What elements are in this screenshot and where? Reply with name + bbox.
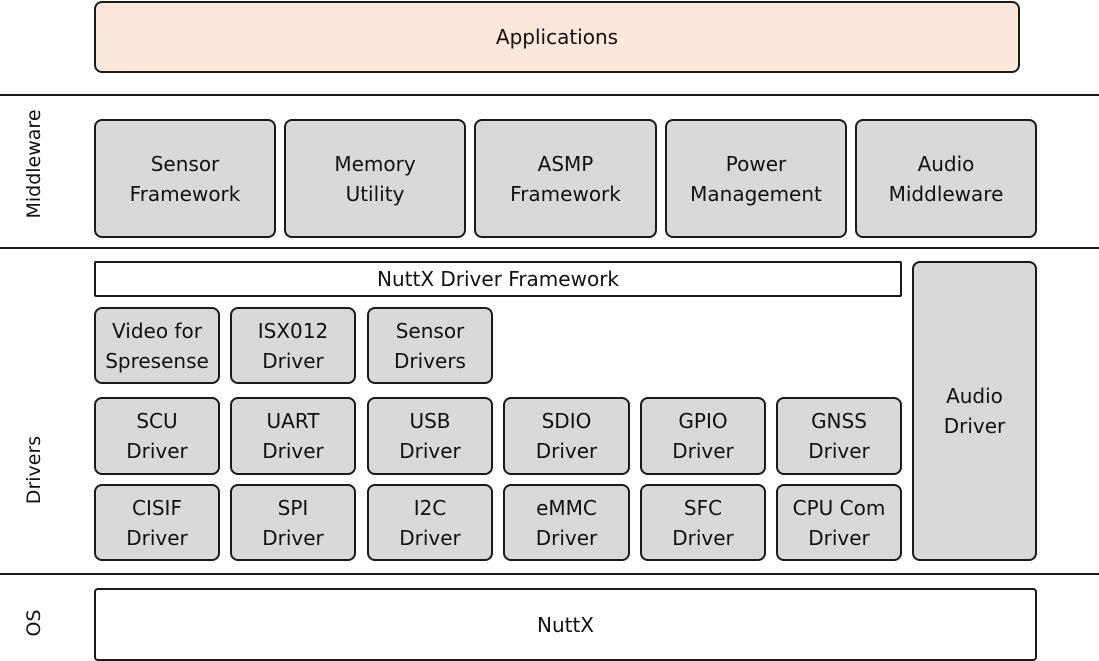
driver-scu: SCU Driver [94,397,220,475]
driver-i2c: I2C Driver [367,484,493,561]
driver-sensor-drivers: Sensor Drivers [367,307,493,384]
driver-cisif: CISIF Driver [94,484,220,561]
driver-sdio: SDIO Driver [503,397,630,475]
layer-label-drivers: Drivers [23,435,45,505]
driver-emmc: eMMC Driver [503,484,630,561]
driver-video-for-spresense: Video for Spresense [94,307,220,384]
middleware-sensor-framework: Sensor Framework [94,119,276,238]
layer-divider [0,94,1099,96]
layer-divider [0,247,1099,249]
middleware-memory-utility: Memory Utility [284,119,466,238]
driver-gpio: GPIO Driver [640,397,766,475]
driver-isx012: ISX012 Driver [230,307,356,384]
layer-label-os: OS [23,609,45,637]
middleware-power-management: Power Management [665,119,847,238]
nuttx-driver-framework: NuttX Driver Framework [94,261,902,297]
driver-usb: USB Driver [367,397,493,475]
driver-sfc: SFC Driver [640,484,766,561]
driver-uart: UART Driver [230,397,356,475]
os-nuttx: NuttX [94,588,1037,661]
applications-block: Applications [94,1,1020,73]
driver-gnss: GNSS Driver [776,397,902,475]
middleware-audio-middleware: Audio Middleware [855,119,1037,238]
layer-label-middleware: Middleware [23,109,45,219]
audio-driver: Audio Driver [912,261,1037,561]
middleware-asmp-framework: ASMP Framework [474,119,657,238]
driver-cpu-com: CPU Com Driver [776,484,902,561]
driver-spi: SPI Driver [230,484,356,561]
layer-divider [0,573,1099,575]
